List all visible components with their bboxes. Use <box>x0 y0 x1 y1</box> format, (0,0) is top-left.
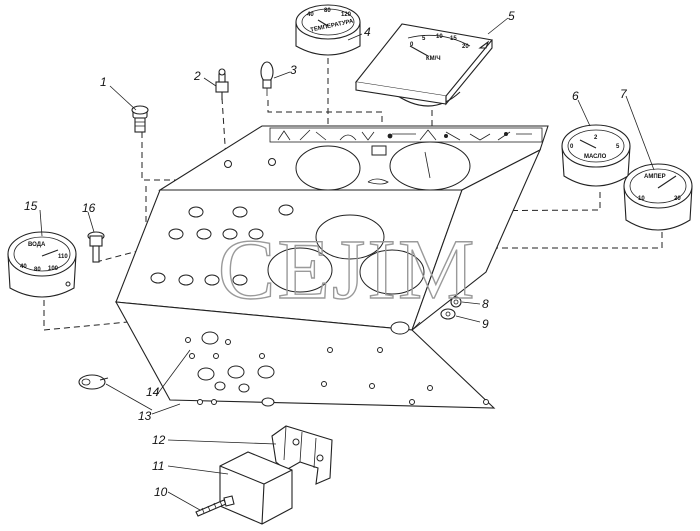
callout-7: 7 <box>620 87 628 101</box>
water-temperature-gauge: ВОДА 110 40 80 100 <box>7 231 77 298</box>
water-label: ВОДА <box>28 242 46 248</box>
ammeter-gauge: АМПЕР 10 20 <box>623 163 693 231</box>
callout-3: 3 <box>290 63 297 77</box>
screw <box>195 495 235 517</box>
oil-tick-0: 0 <box>570 144 574 150</box>
ammeter-label: АМПЕР <box>644 174 666 180</box>
flange-holes <box>185 331 489 407</box>
temp-tick-40: 40 <box>307 12 314 18</box>
callout-4: 4 <box>364 25 371 39</box>
callout-5: 5 <box>508 9 515 23</box>
temp-tick-120: 120 <box>341 12 352 18</box>
oil-tick-5: 5 <box>616 144 620 150</box>
switch <box>215 68 229 100</box>
leader-lines <box>39 17 655 511</box>
oil-tick-2: 2 <box>594 135 598 141</box>
speed-tick-20: 20 <box>462 44 469 50</box>
callout-11: 11 <box>152 459 164 473</box>
speed-tick-0: 0 <box>410 42 414 48</box>
callout-13: 13 <box>138 409 152 423</box>
oil-label: МАСЛО <box>584 154 607 160</box>
ammeter-tick-10: 10 <box>638 196 645 202</box>
speed-tick-15: 15 <box>450 36 457 42</box>
callout-16: 16 <box>82 201 96 215</box>
terminal-lug <box>78 374 109 390</box>
callout-10: 10 <box>154 485 168 499</box>
indicator-strip <box>269 127 543 143</box>
fuse-holder <box>87 231 105 263</box>
callout-15: 15 <box>24 199 38 213</box>
callout-labels: 1 2 3 4 5 6 7 8 9 10 11 12 13 14 15 16 <box>24 9 628 499</box>
water-tick-80: 80 <box>34 267 41 273</box>
speedometer-gauge: 0 5 10 15 20 КМ/Ч <box>354 23 494 107</box>
speed-tick-10: 10 <box>436 34 443 40</box>
ammeter-tick-20: 20 <box>674 196 681 202</box>
callout-9: 9 <box>482 317 489 331</box>
indicator-lamp <box>131 105 149 133</box>
callout-8: 8 <box>482 297 489 311</box>
callout-2: 2 <box>193 69 201 83</box>
water-tick-40: 40 <box>20 264 27 270</box>
speed-tick-5: 5 <box>422 36 426 42</box>
watermark: СЕJIM <box>218 221 476 317</box>
callout-6: 6 <box>572 89 579 103</box>
temp-tick-80: 80 <box>324 8 331 14</box>
callout-12: 12 <box>152 433 166 447</box>
callout-1: 1 <box>100 75 107 89</box>
speed-unit: КМ/Ч <box>426 56 441 62</box>
callout-14: 14 <box>146 385 160 399</box>
light-bulb <box>260 61 274 96</box>
nut-and-washer <box>440 296 462 320</box>
panel-holes <box>150 204 410 335</box>
oil-pressure-gauge: 0 2 5 МАСЛО <box>561 124 631 187</box>
instrument-panel <box>115 125 549 409</box>
temperature-gauge: 40 80 120 ТЕМПЕРАТУРА <box>295 4 361 56</box>
water-tick-100: 100 <box>48 266 59 272</box>
water-tick-110: 110 <box>58 254 68 260</box>
